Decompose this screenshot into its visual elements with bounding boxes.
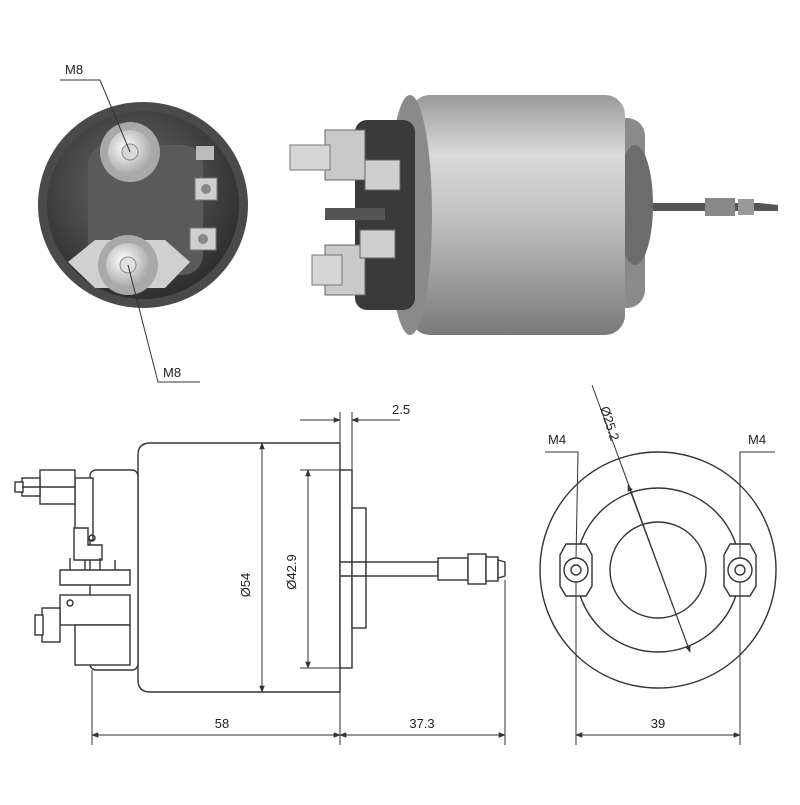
photo-end-view bbox=[38, 102, 248, 308]
photo-side-view bbox=[289, 95, 778, 335]
dim-body-diameter: Ø54 bbox=[238, 573, 253, 598]
dim-flange-diameter: Ø42.9 bbox=[284, 554, 299, 589]
thread-label-left-terminal: M4 bbox=[548, 432, 566, 447]
drawing-side-view bbox=[14, 442, 506, 693]
thread-label-bottom: M8 bbox=[163, 365, 181, 380]
dim-body-length: 58 bbox=[215, 716, 229, 731]
dim-bolt-circle: Ø25.2 bbox=[597, 404, 622, 442]
m8-leaders bbox=[60, 79, 200, 383]
thread-label-right-terminal: M4 bbox=[748, 432, 766, 447]
left-terminal bbox=[559, 543, 593, 597]
side-dimensions bbox=[91, 412, 506, 745]
dim-plunger-gap: 2.5 bbox=[392, 402, 410, 417]
thread-label-top: M8 bbox=[65, 62, 83, 77]
dim-terminal-spacing: 39 bbox=[651, 716, 665, 731]
drawing-end-view bbox=[539, 451, 777, 689]
dim-shaft-length: 37.3 bbox=[409, 716, 434, 731]
end-dimensions bbox=[545, 384, 775, 745]
right-terminal bbox=[723, 543, 757, 597]
